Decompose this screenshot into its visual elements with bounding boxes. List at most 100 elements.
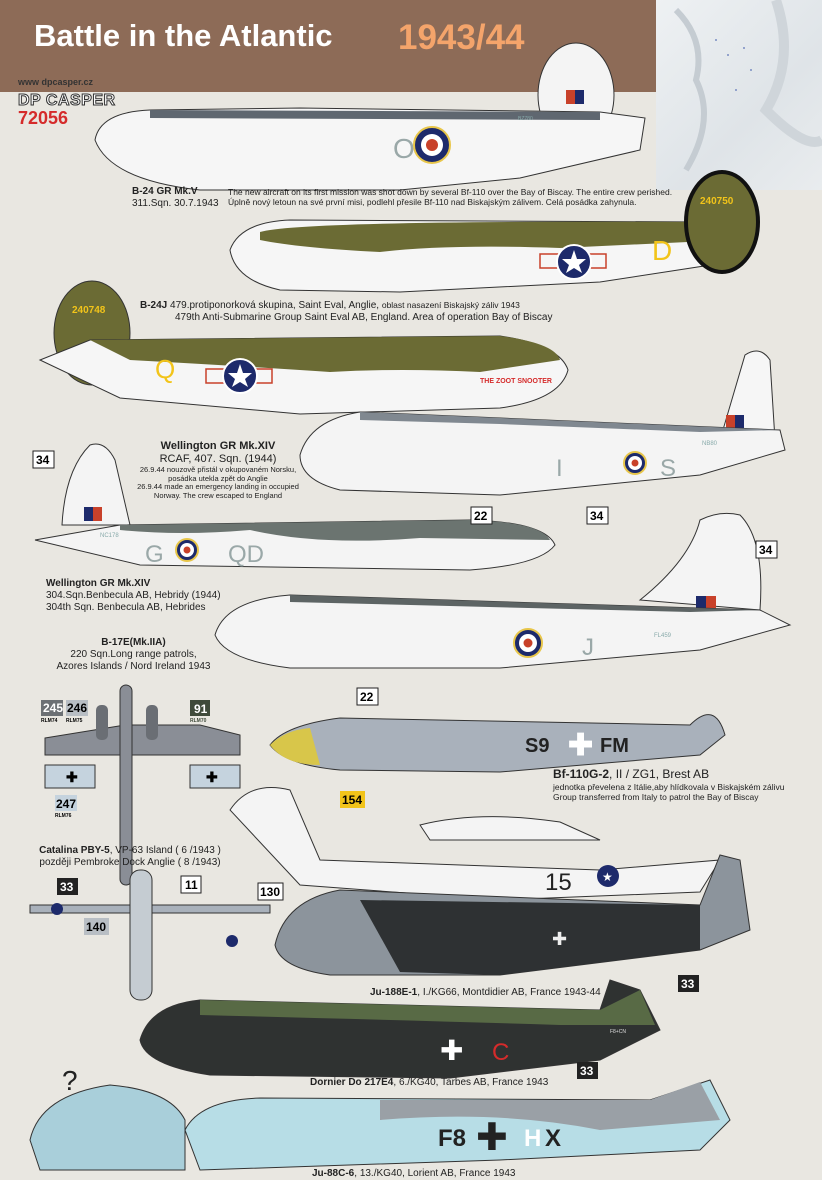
- kit-number: 72056: [18, 108, 69, 128]
- balkenkreuz: ✚: [440, 1035, 463, 1066]
- page-title: Battle in the Atlantic: [34, 18, 333, 53]
- decal-34: 34: [36, 453, 50, 467]
- colour-callouts: 245 RLM74 246 RLM75 91 RLM70 247 RLM76: [41, 700, 210, 819]
- title-year: 1943/44: [398, 18, 525, 57]
- aircraft-unit: II / ZG1, Brest AB: [615, 767, 710, 781]
- serial: 240748: [72, 305, 106, 316]
- decal-number-boxes: 34 22 34 34 22 154 130 33 11 140 33 33: [32, 450, 778, 1079]
- aircraft-b24-grv: O BZ780: [94, 42, 646, 191]
- aircraft-unit: Azores Islands / Nord Ireland 1943: [56, 661, 211, 672]
- aircraft-ju188: ✚: [274, 854, 751, 976]
- aircraft-name: Bf-110G-2: [553, 767, 610, 781]
- callout-246: 246: [67, 701, 87, 715]
- callout-rlm: RLM70: [190, 718, 207, 724]
- aircraft-bf110-side: S9 ✚ FM: [269, 714, 726, 773]
- decal-34: 34: [759, 543, 773, 557]
- balkenkreuz: ✚: [206, 769, 218, 785]
- caption-ju88: Ju-88C-6, 13./KG40, Lorient AB, France 1…: [312, 1168, 516, 1179]
- callout-247: 247: [56, 797, 76, 811]
- code2: H: [524, 1125, 541, 1152]
- note-cz: Úplně nový letoun na své první misi, pod…: [228, 197, 637, 207]
- aircraft-b17e: J FL459: [214, 512, 792, 669]
- decal-11: 11: [185, 878, 198, 892]
- aircraft-bf110-top: ✚ ✚: [44, 684, 241, 886]
- code-letter: C: [492, 1039, 509, 1066]
- code2: FM: [600, 735, 629, 757]
- aircraft-b24j-d: 240750 D: [229, 170, 760, 293]
- code-letter: J: [582, 634, 594, 661]
- caption-b17e: B-17E(Mk.IIA) 220 Sqn.Long range patrols…: [46, 637, 221, 673]
- code-number: 15: [545, 869, 572, 896]
- brand-logo: DP CASPER: [18, 92, 116, 110]
- caption-ju188: Ju-188E-1, I./KG66, Montdidier AB, Franc…: [370, 987, 601, 998]
- code-letter: O: [393, 133, 415, 164]
- callout-rlm: RLM75: [66, 718, 83, 724]
- unit-en: 479th Anti-Submarine Group Saint Eval AB…: [175, 312, 553, 323]
- aircraft-unit: RCAF, 407. Sqn. (1944): [159, 453, 277, 465]
- caption-bf110: Bf-110G-2, II / ZG1, Brest AB jednotka p…: [553, 767, 785, 802]
- caption-b24-grv: B-24 GR Mk.V 311.Sqn. 30.7.1943: [132, 186, 219, 210]
- code-letter-right: QD: [228, 541, 264, 568]
- code-letter-left: I: [556, 455, 563, 482]
- aircraft-name: Ju-188E-1: [370, 987, 418, 998]
- caption-wellington-407: Wellington GR Mk.XIV RCAF, 407. Sqn. (19…: [118, 440, 318, 500]
- nose-art: THE ZOOT SNOOTER: [480, 378, 552, 385]
- aircraft-name: B-24 GR Mk.V: [132, 186, 198, 197]
- aircraft-unit: 311.Sqn. 30.7.1943: [132, 198, 219, 209]
- decal-154: 154: [342, 793, 362, 807]
- decal-130: 130: [260, 885, 280, 899]
- decal-33: 33: [681, 977, 695, 991]
- balkenkreuz: ✚: [476, 1117, 508, 1159]
- decal-33: 33: [60, 880, 74, 894]
- aircraft-unit: později Pembroke Dock Anglie ( 8 /1943): [39, 857, 221, 868]
- code1: F8: [438, 1125, 466, 1152]
- aircraft-name: Catalina PBY-5: [39, 845, 110, 856]
- aircraft-name: B-24J: [140, 300, 168, 311]
- callout-91: 91: [194, 702, 208, 716]
- aircraft-unit: VP-63 Island ( 6 /1943 ): [115, 845, 221, 856]
- serial: FL459: [654, 633, 672, 639]
- caption-wellington-304: Wellington GR Mk.XIV 304.Sqn.Benbecula A…: [46, 578, 221, 614]
- unit-cz: 479.protiponorková skupina, Saint Eval, …: [170, 300, 380, 311]
- aircraft-catalina-side: 15 ★: [229, 787, 721, 901]
- website-link[interactable]: www dpcasper.cz: [18, 77, 94, 87]
- decal-22: 22: [360, 690, 374, 704]
- atlantic-map: [656, 0, 822, 190]
- code3: X: [545, 1125, 561, 1152]
- callout-rlm: RLM74: [41, 718, 58, 724]
- code: S9: [525, 735, 549, 757]
- decal-22: 22: [474, 509, 488, 523]
- serial: BZ780: [518, 116, 533, 122]
- map-outline: [673, 0, 822, 172]
- code-letter: Q: [155, 354, 175, 384]
- caption-b24-grv-note: The new aircraft on its first mission wa…: [228, 187, 672, 207]
- question-mark: ?: [62, 1065, 78, 1096]
- code-letter-right: S: [660, 455, 676, 482]
- code-letter-left: G: [145, 541, 164, 568]
- note-cz: oblast nasazení Biskajský záliv 1943: [381, 300, 520, 310]
- balkenkreuz: ✚: [552, 929, 567, 949]
- balkenkreuz: ✚: [66, 769, 78, 785]
- note-cz: posádka utekla zpět do Anglie: [168, 473, 268, 483]
- code: F8+CN: [610, 1029, 626, 1035]
- decal-140: 140: [86, 920, 106, 934]
- aircraft-wellington-304: G QD NC178: [34, 443, 556, 571]
- note-en: Norway. The crew escaped to England: [153, 490, 283, 500]
- aircraft-do217: ✚ C F8+CN: [139, 979, 661, 1079]
- aircraft-wellington-407: I S NB80: [299, 350, 786, 496]
- aircraft-name: Wellington GR Mk.XIV: [46, 578, 151, 589]
- aircraft-unit: 6./KG40, Tarbes AB, France 1943: [398, 1077, 549, 1088]
- note-cz: jednotka převelena z Itálie,aby hlídkova…: [553, 782, 785, 792]
- aircraft-catalina-front: [29, 869, 271, 1001]
- callout-245: 245: [43, 701, 63, 715]
- aircraft-b24j-q: 240748 Q THE ZOOT SNOOTER: [38, 280, 569, 415]
- code-letter: D: [652, 235, 672, 266]
- decal-34: 34: [590, 509, 604, 523]
- serial: NB80: [702, 441, 718, 447]
- star-insignia: ★: [602, 870, 613, 884]
- note-en: The new aircraft on its first mission wa…: [228, 187, 673, 197]
- aircraft-name: Ju-88C-6: [312, 1168, 355, 1179]
- caption-b24j: B-24J 479.protiponorková skupina, Saint …: [140, 300, 552, 324]
- note-en: 26.9.44 made an emergency landing in occ…: [137, 482, 299, 491]
